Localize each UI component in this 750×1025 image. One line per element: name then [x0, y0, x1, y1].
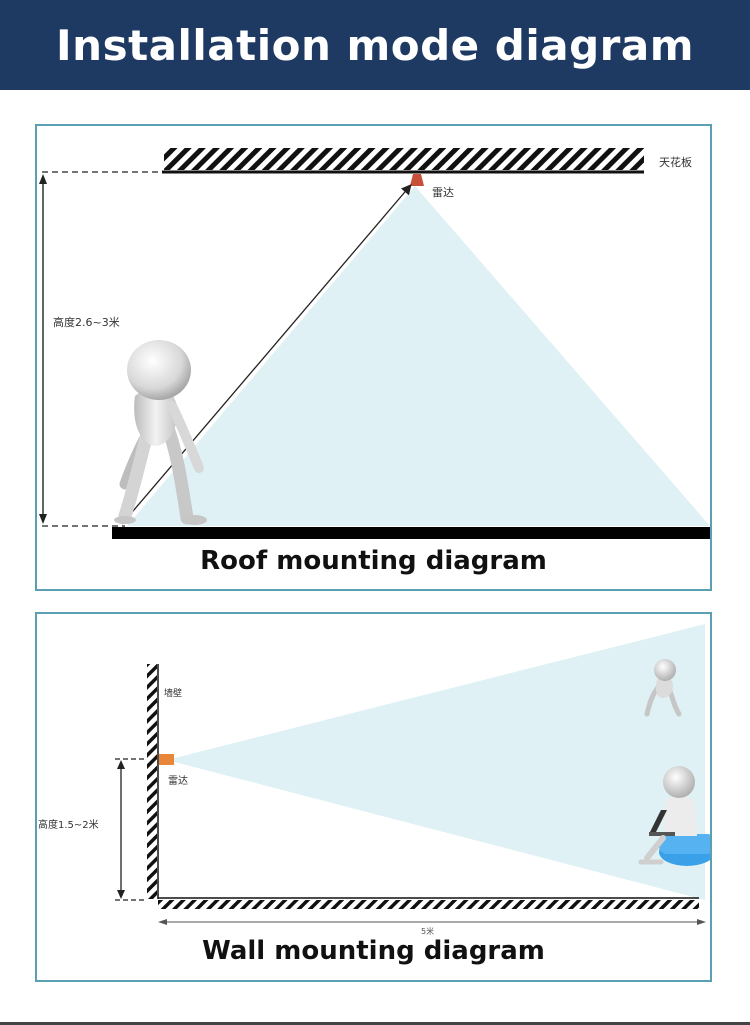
wall-caption: Wall mounting diagram: [202, 936, 545, 966]
radar-icon: [159, 754, 174, 765]
floor-bar: [112, 527, 710, 539]
distance-dim-arrow-left: [158, 919, 167, 925]
wall-label: 墙壁: [164, 689, 183, 699]
height-label: 高度1.5~2米: [38, 820, 99, 831]
ceiling-hatch: [164, 148, 644, 170]
bottom-divider: [0, 1022, 750, 1025]
radar-label: 雷达: [168, 776, 188, 787]
distance-label: 5米: [421, 927, 435, 936]
roof-caption: Roof mounting diagram: [200, 546, 547, 576]
wall-diagram-graphic: [115, 624, 710, 925]
floor-hatch: [158, 900, 699, 909]
range-arrow: [121, 184, 412, 525]
height-dim-arrow-top: [39, 174, 47, 184]
height-dim-arrow-top: [117, 760, 125, 769]
height-dim-arrow-bottom: [117, 890, 125, 899]
wall-hatch: [147, 664, 157, 899]
header-bar: Installation mode diagram: [0, 0, 750, 90]
seated-person-figure: [638, 766, 710, 866]
walking-person-figure: [114, 340, 207, 525]
roof-mounting-panel: 天花板 雷达 高度2.6~3米 Roof mounting diagram: [35, 124, 712, 591]
wall-mounting-panel: 墙壁 雷达 高度1.5~2米 5米 Wall mounting diagram: [35, 612, 712, 982]
detection-beam: [167, 624, 705, 900]
distance-dim-arrow-right: [697, 919, 706, 925]
radar-label: 雷达: [432, 186, 454, 199]
ceiling-label: 天花板: [659, 156, 692, 169]
height-dim-arrow-bottom: [39, 514, 47, 524]
detection-cone: [127, 186, 710, 526]
page-title: Installation mode diagram: [56, 21, 694, 70]
roof-diagram-graphic: [39, 148, 710, 539]
radar-icon: [410, 174, 424, 186]
walking-person-figure: [644, 659, 682, 717]
height-label: 高度2.6~3米: [53, 316, 120, 329]
